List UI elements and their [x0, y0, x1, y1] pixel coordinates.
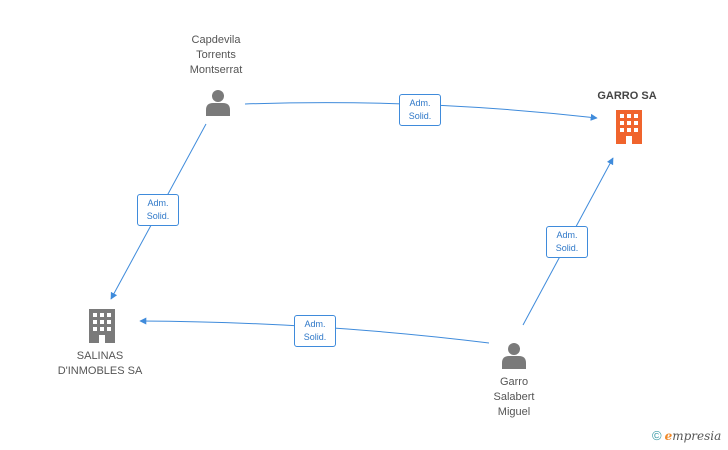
node-label-garro-sa[interactable]: GARRO SA — [597, 90, 657, 102]
name-line: D'INMOBLES SA — [57, 365, 143, 377]
brand-name: mpresia — [672, 429, 722, 443]
edge-label[interactable]: Adm. Solid. — [294, 315, 336, 347]
building-icon[interactable] — [616, 110, 642, 144]
building-icon[interactable] — [89, 309, 115, 343]
brand-initial: e — [664, 429, 673, 443]
node-label-garro-salabert[interactable]: Garro Salabert Miguel — [474, 375, 554, 420]
edge-label[interactable]: Adm. Solid. — [399, 94, 441, 126]
edge-label[interactable]: Adm. Solid. — [546, 226, 588, 258]
name-line: Capdevila — [191, 34, 241, 46]
brand-logo: empresia — [665, 429, 722, 443]
name-line: Torrents — [196, 49, 236, 61]
edge-label[interactable]: Adm. Solid. — [137, 194, 179, 226]
node-label-capdevila[interactable]: Capdevila Torrents Montserrat — [171, 33, 261, 78]
name-line: SALINAS — [76, 350, 124, 362]
person-icon[interactable] — [502, 343, 526, 369]
name-line: Miguel — [497, 406, 531, 418]
edge-label-line: Adm. — [556, 230, 578, 240]
edge-label-line: Solid. — [408, 111, 432, 121]
edge-label-line: Adm. — [147, 198, 169, 208]
edge-label-line: Solid. — [555, 243, 579, 253]
edge-label-line: Adm. — [409, 98, 431, 108]
name-line: Montserrat — [189, 64, 243, 76]
name-line: Garro — [499, 376, 529, 388]
brand-footer: ©empresia — [652, 428, 721, 443]
edge-label-line: Adm. — [304, 319, 326, 329]
edge-label-line: Solid. — [303, 332, 327, 342]
copyright-symbol: © — [652, 428, 662, 443]
person-icon[interactable] — [206, 90, 230, 116]
node-label-salinas[interactable]: SALINAS D'INMOBLES SA — [50, 349, 150, 379]
edge-label-line: Solid. — [146, 211, 170, 221]
name-line: Salabert — [493, 391, 535, 403]
